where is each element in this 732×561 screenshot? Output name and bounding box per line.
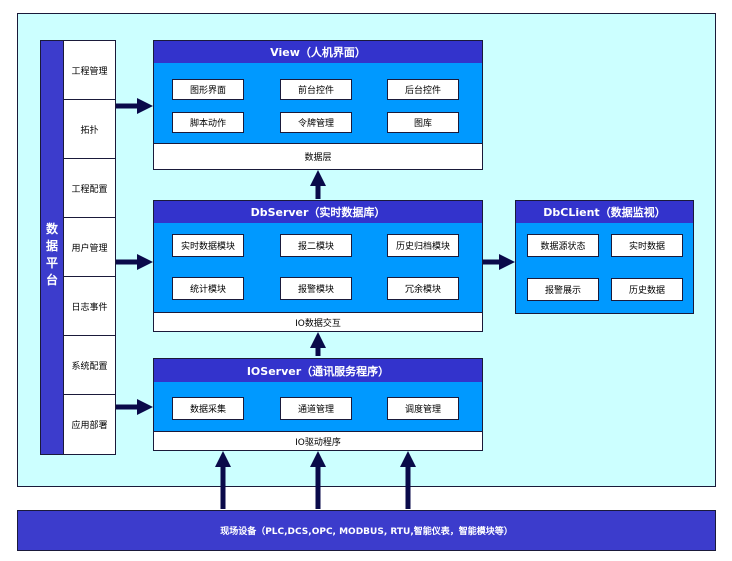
module-data-acquisition: 数据采集 — [172, 397, 244, 420]
menu-item-app-deploy[interactable]: 应用部署 — [71, 421, 108, 431]
module-graphic-ui: 图形界面 — [172, 79, 244, 100]
menu-item-user-management[interactable]: 用户管理 — [64, 218, 115, 277]
view-block: View（人机界面） 图形界面 前台控件 后台控件 脚本动作 令牌管理 图库 数… — [153, 40, 483, 170]
module-datasource-status: 数据源状态 — [527, 234, 599, 257]
module-client-realtime: 实时数据 — [611, 234, 683, 257]
module-gallery: 图库 — [387, 112, 459, 133]
field-devices-bar: 现场设备（PLC,DCS,OPC, MODBUS, RTU,智能仪表，智能模块等… — [17, 510, 716, 551]
module-script-actions: 脚本动作 — [172, 112, 244, 133]
module-history-archive: 历史归档模块 — [387, 234, 459, 257]
module-history-data: 历史数据 — [611, 278, 683, 301]
dbclient-title: DbCLient（数据监视） — [516, 201, 693, 223]
platform-menu: 工程管理 拓扑 工程配置 用户管理 日志事件 系统配置 应用部署 — [63, 40, 116, 455]
menu-item-project-management[interactable]: 工程管理 — [64, 41, 115, 100]
data-platform-bar: 数据平台 — [40, 40, 64, 455]
module-scheduling: 调度管理 — [387, 397, 459, 420]
module-front-controls: 前台控件 — [280, 79, 352, 100]
dbclient-block: DbCLient（数据监视） 数据源状态 实时数据 报警展示 历史数据 — [515, 200, 694, 314]
dbserver-footer: IO数据交互 — [154, 312, 482, 331]
menu-item-project-config[interactable]: 工程配置 — [64, 159, 115, 218]
menu-item-topology[interactable]: 拓扑 — [64, 100, 115, 159]
module-redundancy: 冗余模块 — [387, 277, 459, 300]
module-alarm: 报警模块 — [280, 277, 352, 300]
ioserver-title: IOServer（通讯服务程序） — [154, 359, 482, 382]
module-channel-management: 通道管理 — [280, 397, 352, 420]
data-platform-label: 数据平台 — [46, 222, 59, 287]
module-back-controls: 后台控件 — [387, 79, 459, 100]
view-footer: 数据层 — [154, 143, 482, 169]
module-alarm-display: 报警展示 — [527, 278, 599, 301]
module-realtime-data: 实时数据模块 — [172, 234, 244, 257]
dbserver-block: DbServer（实时数据库） 实时数据模块 报二模块 历史归档模块 统计模块 … — [153, 200, 483, 332]
module-statistics: 统计模块 — [172, 277, 244, 300]
menu-item-system-config[interactable]: 系统配置 — [64, 336, 115, 395]
module-report: 报二模块 — [280, 234, 352, 257]
ioserver-block: IOServer（通讯服务程序） 数据采集 通道管理 调度管理 IO驱动程序 — [153, 358, 483, 451]
dbserver-title: DbServer（实时数据库） — [154, 201, 482, 223]
menu-item-log-events[interactable]: 日志事件 — [64, 277, 115, 336]
ioserver-footer: IO驱动程序 — [154, 431, 482, 450]
view-title: View（人机界面） — [154, 41, 482, 63]
module-token-management: 令牌管理 — [280, 112, 352, 133]
